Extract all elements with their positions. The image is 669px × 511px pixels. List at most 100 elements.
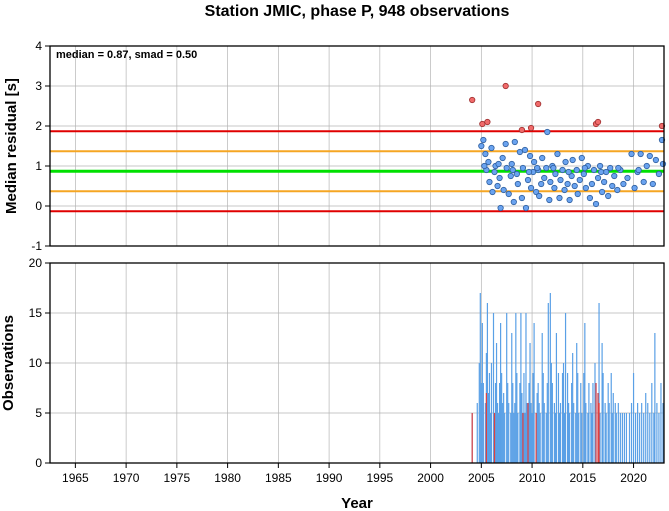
y-tick-label: 1 (35, 159, 42, 173)
residual-point (576, 176, 583, 184)
residual-point (607, 164, 614, 172)
x-tick-label: 2020 (620, 471, 647, 485)
residual-point (556, 194, 563, 202)
residual-point (561, 186, 568, 194)
residual-point (588, 180, 596, 188)
residual-point (511, 138, 518, 146)
residual-point (489, 188, 496, 196)
residual-point (485, 158, 492, 166)
x-tick-label: 2010 (519, 471, 546, 485)
residual-point (546, 196, 553, 204)
residual-point (611, 172, 618, 180)
residual-point (646, 152, 653, 160)
residual-point (565, 168, 572, 176)
y-tick-label: 20 (29, 256, 43, 270)
residual-point (557, 176, 564, 184)
residual-point (497, 204, 504, 212)
outlier-point (518, 126, 526, 134)
y-tick-label: 10 (29, 356, 43, 370)
residual-point (538, 180, 545, 188)
residual-point (527, 184, 535, 192)
residual-point (578, 154, 585, 162)
y-tick-label: 3 (35, 79, 42, 93)
residual-point (534, 164, 541, 172)
residual-point (592, 200, 600, 208)
x-tick-label: 1980 (214, 471, 241, 485)
residual-point (495, 160, 502, 168)
observations-y-axis-label: Observations (0, 315, 17, 411)
outlier-point (479, 120, 486, 128)
residual-point (637, 150, 644, 158)
residual-point (482, 150, 489, 158)
outlier-point (527, 124, 535, 132)
residual-point (530, 158, 538, 166)
residual-point (628, 150, 635, 158)
residual-point (573, 166, 580, 174)
residual-point (550, 164, 557, 172)
residual-point (544, 128, 551, 136)
x-tick-label: 1970 (113, 471, 140, 485)
residual-point (514, 180, 521, 188)
residual-point (569, 156, 576, 164)
x-tick-label: 1975 (164, 471, 191, 485)
residual-point (481, 162, 488, 170)
residual-point (554, 150, 561, 158)
residual-point (518, 194, 526, 202)
residual-point (516, 148, 523, 156)
residual-point (543, 164, 550, 172)
residual-point (582, 184, 589, 192)
residual-point (480, 136, 487, 144)
residual-point (509, 166, 516, 174)
residual-point (652, 156, 659, 164)
y-tick-label: 0 (35, 199, 42, 213)
residual-point (601, 178, 608, 186)
x-tick-label: 1990 (316, 471, 343, 485)
residual-point (500, 186, 507, 194)
residual-point (640, 178, 647, 186)
residual-point (649, 180, 656, 188)
panel-frame (49, 45, 665, 247)
residual-point (605, 192, 612, 200)
x-tick-label: 1995 (366, 471, 393, 485)
residual-point (568, 172, 575, 180)
x-tick-label: 1965 (62, 471, 89, 485)
residual-point (597, 168, 605, 176)
residual-point (566, 196, 573, 204)
x-tick-label: 2005 (468, 471, 495, 485)
residual-point (571, 182, 578, 190)
residual-point (522, 204, 530, 212)
residual-point (598, 188, 606, 196)
residual-point (581, 164, 588, 172)
residual-point (491, 168, 498, 176)
residual-point (659, 160, 667, 168)
residual-point (507, 172, 514, 180)
outlier-point (594, 118, 602, 126)
residual-point (547, 178, 554, 186)
residual-point (614, 186, 621, 194)
x-tick-label: 2015 (569, 471, 596, 485)
residual-point (655, 170, 663, 178)
residual-point (552, 170, 559, 178)
residual-point (486, 178, 493, 186)
residual-point (580, 170, 587, 178)
residual-point (508, 160, 515, 168)
y-tick-label: 0 (35, 456, 42, 470)
residual-point (590, 166, 598, 174)
residual-point (533, 188, 540, 196)
y-tick-label: 4 (35, 39, 42, 53)
residual-point (559, 166, 566, 174)
residual-point (609, 182, 616, 190)
outlier-point (469, 96, 476, 104)
residual-point (499, 154, 506, 162)
outlier-point (484, 118, 491, 126)
residual-point (478, 142, 485, 150)
residual-point (505, 190, 512, 198)
residual-point (631, 184, 638, 192)
outlier-point (502, 82, 509, 90)
y-tick-label: 5 (35, 406, 42, 420)
residual-point (524, 176, 532, 184)
residual-y-axis-label: Median residual [s] (3, 78, 20, 214)
